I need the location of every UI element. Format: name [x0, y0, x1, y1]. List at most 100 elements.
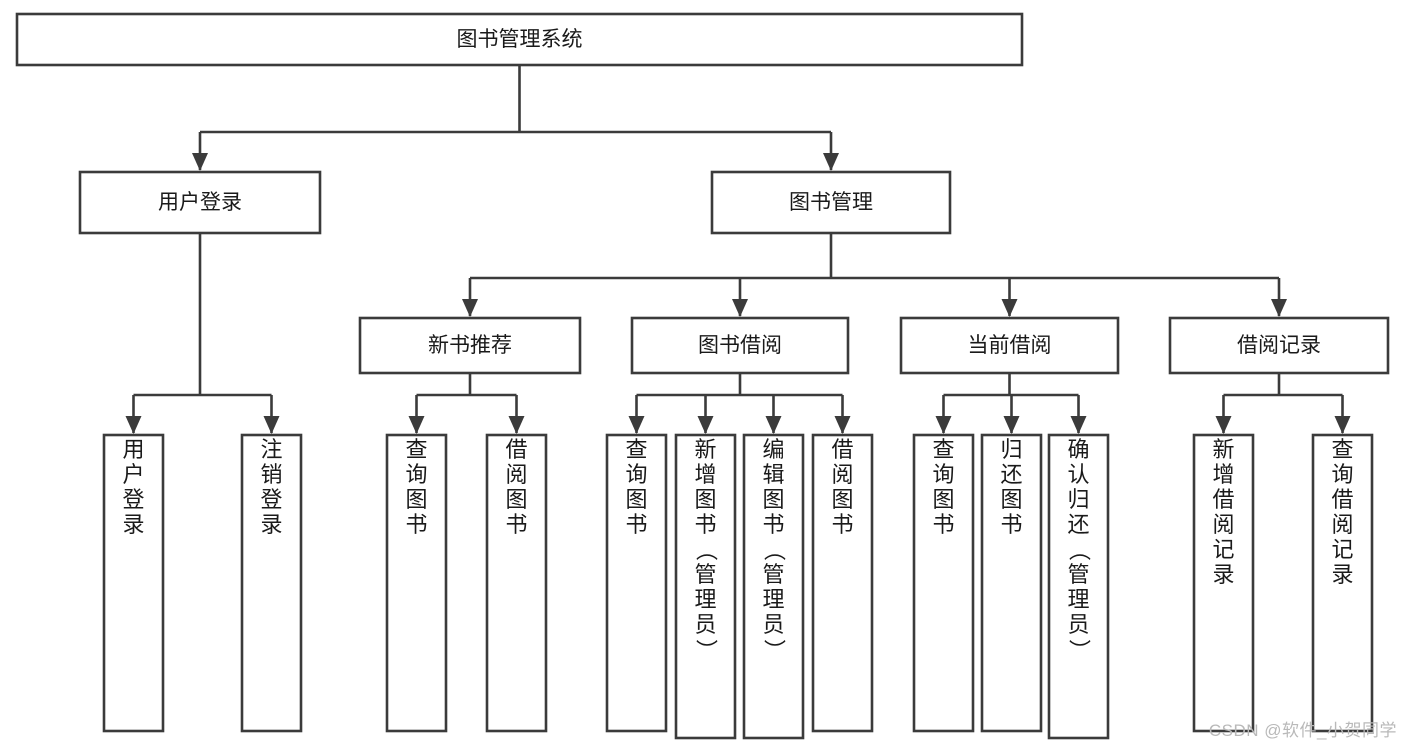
node-label-char: 确 — [1067, 437, 1089, 462]
edge-arrowhead — [765, 416, 782, 434]
node-label-char: ） — [1067, 639, 1092, 661]
node-label-borrow-record: 借阅记录 — [1237, 334, 1321, 357]
node-box-book-borrow — [630, 316, 850, 375]
edge-arrowhead — [1334, 416, 1351, 434]
node-label-char: 还 — [1067, 512, 1089, 537]
node-label-char: 员 — [694, 612, 716, 637]
node-book-borrow[interactable]: 图书借阅 — [630, 316, 850, 375]
edge-arrowhead — [408, 416, 425, 434]
edge-group-user-login — [125, 233, 280, 434]
node-label-root: 图书管理系统 — [457, 28, 583, 51]
node-label-char: 管 — [762, 562, 784, 587]
node-root[interactable]: 图书管理系统 — [15, 12, 1024, 67]
node-box-leaf-edit-book — [742, 433, 805, 740]
node-label-char: 注 — [260, 437, 282, 462]
node-box-leaf-confirm-return — [1047, 433, 1110, 740]
node-label-char: 借 — [1212, 487, 1234, 512]
edge-arrowhead — [834, 416, 851, 434]
node-label-char: 图 — [625, 487, 647, 512]
node-label-char: 户 — [122, 462, 144, 487]
node-label-char: 图 — [1000, 487, 1022, 512]
node-label-char: 阅 — [505, 462, 527, 487]
node-label-char: 增 — [1212, 462, 1234, 487]
edge-arrowhead — [1070, 416, 1087, 434]
node-label-char: 新 — [1212, 437, 1234, 462]
node-label-char: 归 — [1067, 487, 1089, 512]
node-box-leaf-query-book-3 — [912, 433, 975, 733]
node-label-char: 询 — [1331, 462, 1353, 487]
node-label-char: 书 — [831, 512, 853, 537]
node-label-user-login: 用户登录 — [158, 191, 242, 214]
node-label-char: 询 — [625, 462, 647, 487]
node-label-char: 书 — [625, 512, 647, 537]
node-box-leaf-add-record — [1192, 433, 1255, 733]
node-label-char: 图 — [932, 487, 954, 512]
node-label-char: 员 — [762, 612, 784, 637]
edge-group-root — [192, 65, 839, 171]
node-leaf-user-login[interactable]: 用户登录 — [102, 433, 165, 733]
edge-arrowhead — [125, 416, 142, 434]
edge-group-book-borrow — [628, 373, 851, 434]
node-label-char: 阅 — [831, 462, 853, 487]
node-label-char: 登 — [122, 487, 144, 512]
node-label-char: 新 — [694, 437, 716, 462]
node-label-char: 录 — [260, 512, 282, 537]
node-new-book-rec[interactable]: 新书推荐 — [358, 316, 582, 375]
node-label-char: 查 — [932, 437, 954, 462]
node-label-char: （ — [694, 539, 719, 561]
node-label-char: 员 — [1067, 612, 1089, 637]
node-label-char: 记 — [1212, 537, 1234, 562]
edge-group-current-borrow — [935, 373, 1087, 434]
node-box-leaf-user-login — [102, 433, 165, 733]
node-label-book-manage: 图书管理 — [789, 191, 873, 214]
node-label-char: 登 — [260, 487, 282, 512]
node-borrow-record[interactable]: 借阅记录 — [1168, 316, 1390, 375]
node-label-char: 借 — [831, 437, 853, 462]
node-label-char: 书 — [762, 512, 784, 537]
node-label-char: 录 — [1331, 562, 1353, 587]
node-label-char: 编 — [762, 437, 784, 462]
edge-arrowhead — [508, 416, 525, 434]
node-label-char: 询 — [932, 462, 954, 487]
node-label-char: （ — [1067, 539, 1092, 561]
node-label-char: 阅 — [1331, 512, 1353, 537]
node-box-leaf-borrow-book-1 — [485, 433, 548, 733]
node-label-char: 图 — [405, 487, 427, 512]
node-box-leaf-query-record — [1311, 433, 1374, 733]
edge-arrowhead — [823, 153, 839, 171]
node-book-manage[interactable]: 图书管理 — [710, 170, 952, 235]
edge-arrowhead — [1271, 299, 1287, 317]
edge-group-borrow-record — [1215, 373, 1351, 434]
node-label-book-borrow: 图书借阅 — [698, 334, 782, 357]
node-label-char: 查 — [1331, 437, 1353, 462]
node-label-current-borrow: 当前借阅 — [968, 334, 1052, 357]
edge-arrowhead — [263, 416, 280, 434]
node-label-char: 用 — [122, 437, 144, 462]
edge-arrowhead — [462, 299, 478, 317]
node-label-char: 图 — [505, 487, 527, 512]
node-box-book-manage — [710, 170, 952, 235]
node-label-char: 书 — [932, 512, 954, 537]
node-label-char: （ — [762, 539, 787, 561]
node-label-char: 书 — [405, 512, 427, 537]
node-label-new-book-rec: 新书推荐 — [428, 334, 512, 357]
node-current-borrow[interactable]: 当前借阅 — [899, 316, 1120, 375]
node-label-char: 记 — [1331, 537, 1353, 562]
node-label-char: ） — [762, 639, 787, 661]
node-label-char: 认 — [1067, 462, 1089, 487]
edge-layer — [125, 65, 1351, 434]
node-user-login[interactable]: 用户登录 — [78, 170, 322, 235]
